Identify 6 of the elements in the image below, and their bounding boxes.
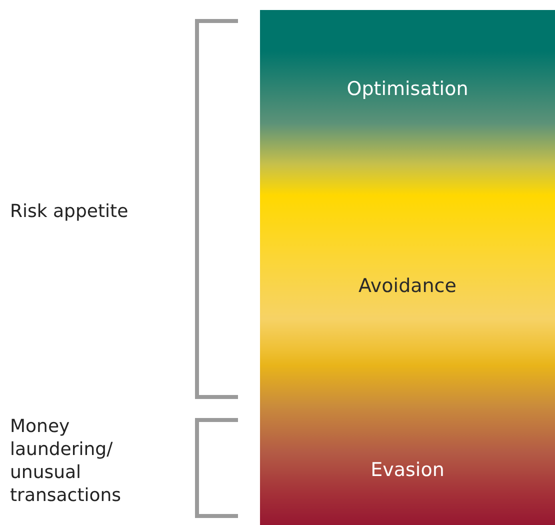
zone-label: Avoidance [358, 274, 458, 298]
bracket-label: Money laundering/ unusual transactions [10, 415, 122, 507]
gradient-bar [260, 10, 555, 525]
zone-label: Evasion [370, 458, 446, 482]
bracket-label: Risk appetite [10, 200, 130, 223]
zone-label: Optimisation [346, 77, 470, 101]
